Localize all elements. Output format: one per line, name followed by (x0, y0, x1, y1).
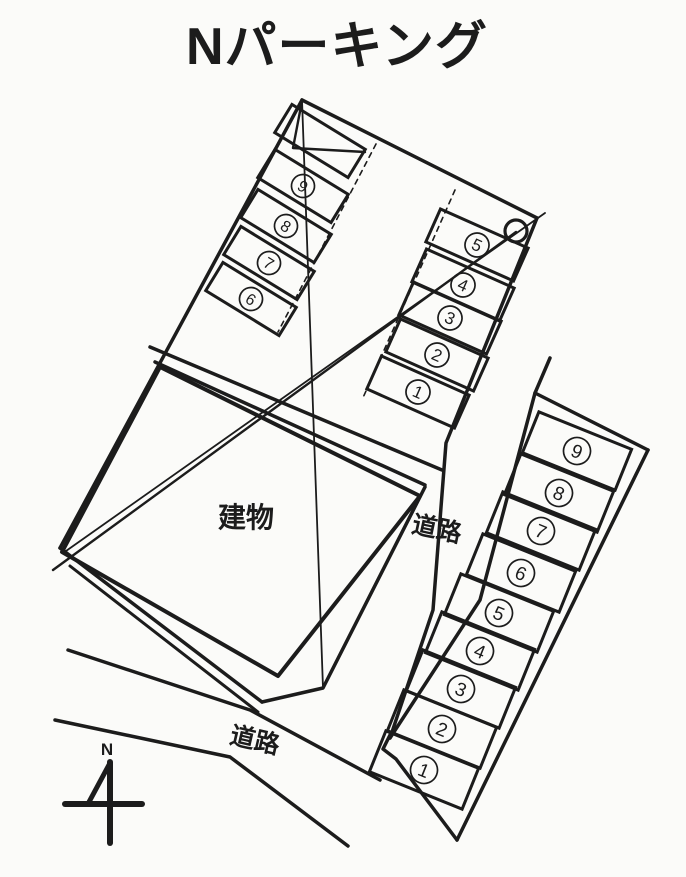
svg-text:2: 2 (433, 719, 451, 742)
page-title: Nパーキング (186, 18, 488, 76)
east-column-top-edge (533, 391, 650, 452)
compass-north-label: N (101, 740, 113, 759)
boundary-northeast (300, 98, 539, 220)
bottom-road (53, 648, 382, 848)
upper-lot-south-edge-outer (153, 360, 427, 487)
bottom-road-north-edge (66, 648, 382, 782)
parking-spot-unnumbered (272, 102, 368, 180)
east-column-bottom-edge (381, 733, 459, 842)
svg-text:8: 8 (277, 218, 294, 237)
svg-text:9: 9 (294, 178, 311, 197)
north-arrow-flag (86, 760, 113, 805)
diagonal-line-marker-sw (51, 230, 518, 572)
svg-text:8: 8 (550, 483, 568, 506)
svg-text:6: 6 (242, 291, 259, 310)
boundary-west (58, 98, 304, 550)
entrance-marker-circle (503, 218, 529, 244)
upper-right-parking-row: 5 4 3 2 1 (364, 207, 531, 430)
entrance-arrow-line (291, 99, 367, 154)
building: 建物 (60, 365, 422, 678)
svg-text:4: 4 (455, 275, 471, 296)
bottom-road-south-edge (53, 718, 350, 848)
boundary-east (388, 216, 539, 740)
building-parcel-southwest-inner-edge (68, 564, 260, 714)
building-parcel-southwest-edge (58, 546, 264, 704)
compass: N (62, 740, 145, 846)
building-label: 建物 (218, 502, 274, 533)
svg-text:3: 3 (442, 308, 458, 329)
svg-text:2: 2 (429, 345, 445, 366)
svg-text:5: 5 (469, 235, 485, 256)
parking-spot: 5 (442, 571, 556, 655)
svg-text:4: 4 (471, 641, 489, 665)
road-label-bottom: 道路 (227, 721, 283, 761)
upper-lot-south-edge-inner (148, 345, 444, 472)
svg-text:7: 7 (532, 521, 550, 544)
east-column-east-edge (455, 448, 650, 842)
svg-text:9: 9 (568, 441, 586, 464)
upper-left-parking-row: 9 8 7 6 (203, 102, 368, 338)
svg-text:7: 7 (260, 255, 277, 274)
parking-spot: 4 (423, 609, 537, 693)
survey-diagonal-lines (51, 99, 546, 689)
building-outline (60, 365, 422, 678)
parking-spot: 8 (502, 451, 616, 535)
diagonal-line-vertical (301, 99, 324, 689)
road-label-right: 道路 (409, 510, 465, 549)
svg-text:1: 1 (410, 382, 426, 403)
parking-spot: 8 (238, 187, 334, 265)
svg-text:6: 6 (512, 563, 530, 586)
dashed-line-west-row (277, 143, 377, 333)
svg-text:1: 1 (415, 760, 433, 783)
svg-text:5: 5 (490, 603, 508, 626)
parking-spot: 9 (520, 409, 634, 493)
svg-text:3: 3 (452, 679, 470, 702)
